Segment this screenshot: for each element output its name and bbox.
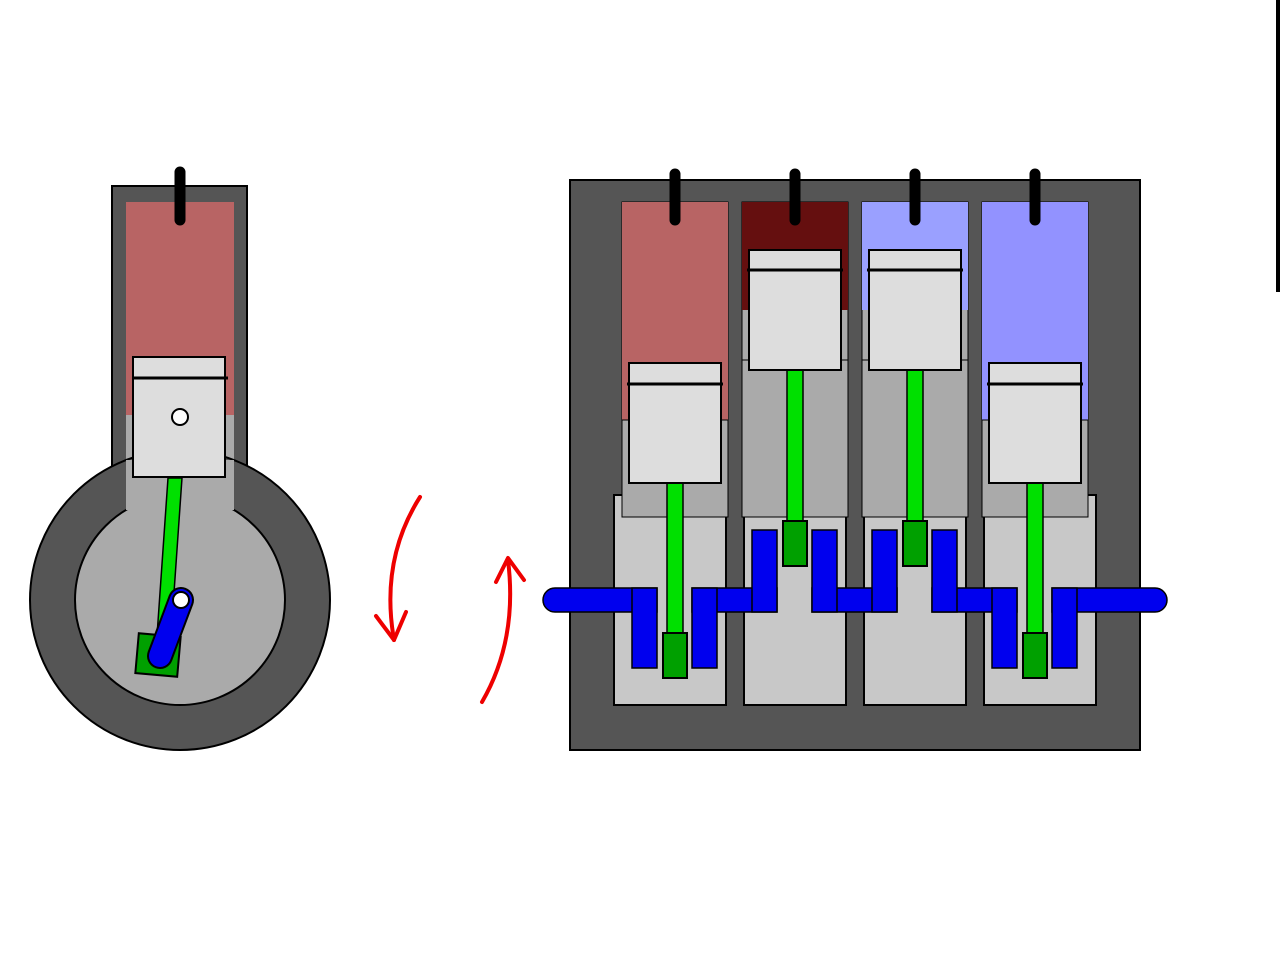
crank-pin-1 [662,632,688,679]
crank-pin-4 [1022,632,1048,679]
piston-4 [987,362,1083,484]
connecting-rod-1 [666,479,684,641]
crank-pin-3 [902,520,928,567]
page-edge-divider [1276,0,1280,292]
connecting-rod-4 [1026,479,1044,641]
piston-3 [867,249,963,371]
rotation-arrows [374,495,526,704]
rotation-arrow-up-icon [480,558,513,704]
side-view [29,166,331,751]
rotation-arrow-down-icon [388,495,422,642]
piston-1 [627,362,723,484]
side-wrist-pin [171,408,189,426]
crank-pin-2 [782,520,808,567]
connecting-rod-3 [906,367,924,529]
piston-2 [747,249,843,371]
connecting-rod-2 [786,367,804,529]
front-view [542,168,1168,751]
crankshaft [542,529,1168,669]
